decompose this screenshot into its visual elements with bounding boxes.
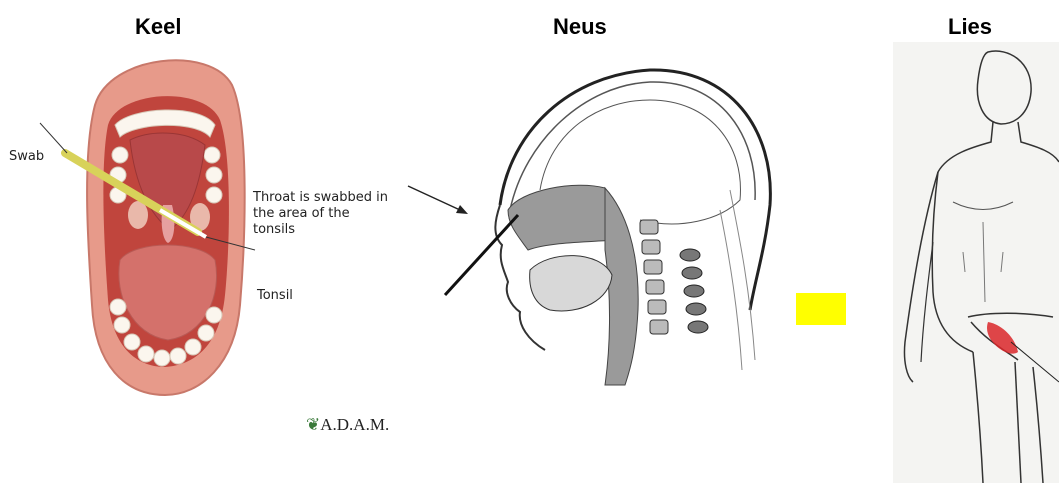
head-cross-section-drawing bbox=[400, 60, 820, 390]
heading-throat: Keel bbox=[135, 14, 181, 40]
tonsil-label: Tonsil bbox=[257, 288, 293, 304]
adam-leaf-icon: ❦ bbox=[306, 415, 320, 434]
heading-groin: Lies bbox=[948, 14, 992, 40]
nose-illustration bbox=[400, 60, 820, 390]
body-outline-drawing bbox=[893, 42, 1059, 483]
throat-caption: Throat is swabbed in the area of the ton… bbox=[253, 190, 393, 238]
yellow-marker bbox=[796, 293, 846, 325]
swab-label: Swab bbox=[9, 149, 44, 165]
adam-credit-text: A.D.A.M. bbox=[320, 415, 389, 434]
groin-illustration bbox=[893, 42, 1059, 483]
adam-credit: ❦A.D.A.M. bbox=[306, 417, 389, 433]
throat-illustration: Swab Throat is swabbed in the area of th… bbox=[0, 45, 400, 405]
heading-nose: Neus bbox=[553, 14, 607, 40]
